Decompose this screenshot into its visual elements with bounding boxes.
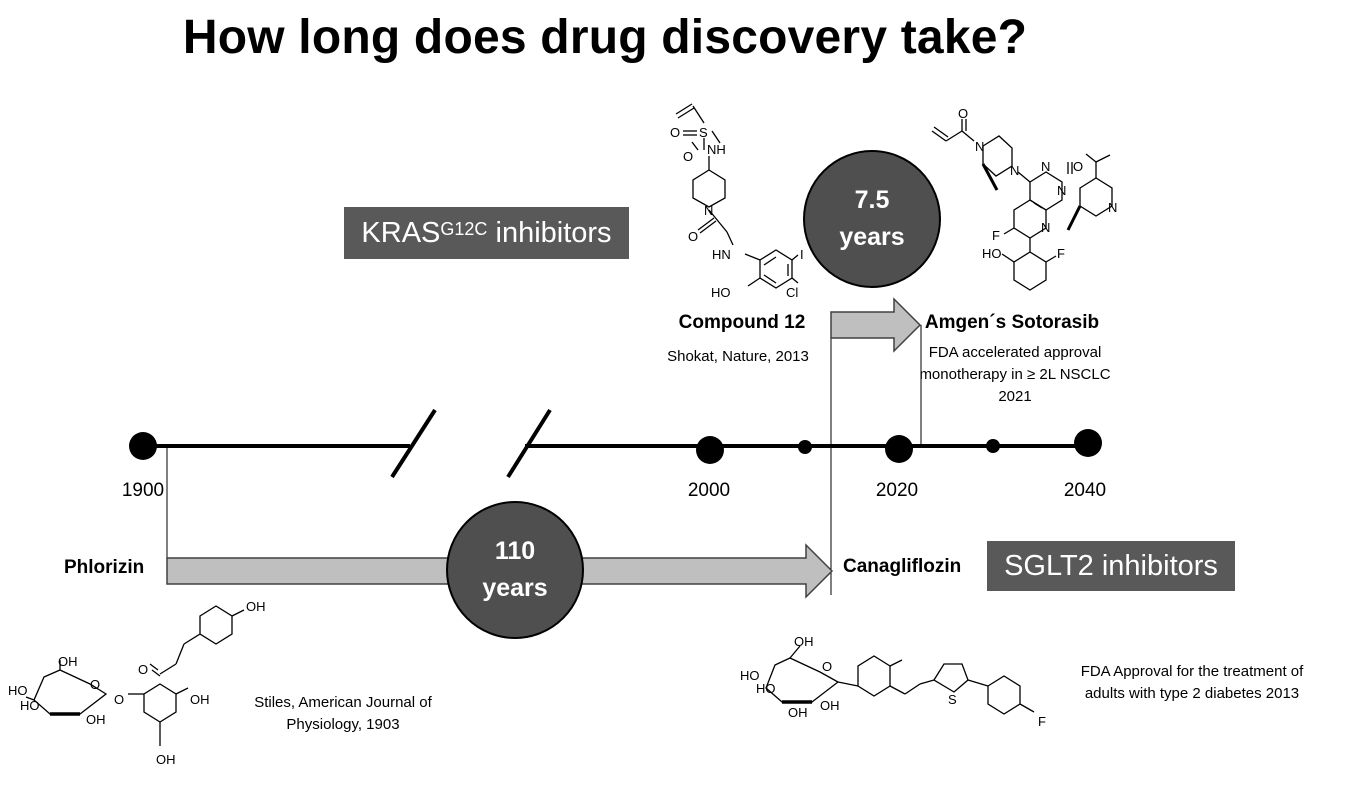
phlorizin-atom-oh3: OH [86,712,106,727]
sotorasib-atom-n5: N [1108,200,1117,215]
timeline-dot-2000 [696,436,724,464]
sotorasib-atom-n4: N [1057,183,1066,198]
sotorasib-approval-line-3: 2021 [998,388,1032,405]
sotorasib-atom-n6: N [1041,220,1050,235]
kras-duration-unit: years [839,223,905,251]
canagliflozin-atom-s: S [948,692,957,707]
canagliflozin-atom-ho1: HO [740,668,760,683]
timeline-dot-2010 [798,440,812,454]
canagliflozin-atom-o1: O [822,659,832,674]
year-label-1900: 1900 [121,480,165,501]
sotorasib-atom-n3: N [1041,159,1050,174]
sglt2-duration-label: 110 years [447,533,583,607]
sotorasib-atom-ho: HO [982,246,1002,261]
compound12-atom-s: S [699,125,708,140]
sotorasib-atom-n1: N [975,139,984,154]
canagliflozin-approval-line-2: adults with type 2 diabetes 2013 [1084,685,1300,702]
sotorasib-atom-f1: F [992,228,1000,243]
sotorasib-atom-f2: F [1057,246,1065,261]
kras-label-superscript: G12C [440,218,488,239]
timeline-dot-2030 [986,439,1000,453]
compound12-atom-o1: O [670,125,680,140]
sglt2-duration-number: 110 [494,537,536,565]
canagliflozin-approval: FDA Approval for the treatment of adults… [1052,661,1332,705]
timeline-break-mark-right [506,408,552,479]
phlorizin-atom-o1: O [138,662,148,677]
sotorasib-name: Amgen´s Sotorasib [924,312,1100,333]
phlorizin-atom-oh2: OH [58,654,78,669]
compound12-name: Compound 12 [678,312,806,333]
compound12-atom-hn: HN [712,247,731,262]
phlorizin-atom-ho2: HO [20,698,40,713]
timeline-dot-1900 [129,432,157,460]
compound12-reference: Shokat, Nature, 2013 [667,348,809,365]
sotorasib-atom-o2: O [1073,159,1083,174]
sglt2-duration-circle [446,501,584,639]
phlorizin-atom-o2: O [90,677,100,692]
kras-duration-number: 7.5 [854,186,890,214]
kras-duration-circle [803,150,941,288]
canagliflozin-atom-oh2: OH [788,705,808,720]
phlorizin-atom-oh5: OH [156,752,176,767]
canagliflozin-name: Canagliflozin [843,556,962,577]
phlorizin-atom-oh1: OH [246,599,266,614]
timeline-dot-2020 [885,435,913,463]
sglt2-category-box: SGLT2 inhibitors [987,541,1235,591]
sglt2-duration-unit: years [482,574,548,602]
compound12-atom-nh: NH [707,142,726,157]
kras-label-main: KRAS [361,216,441,249]
phlorizin-atom-o3: O [114,692,124,707]
timeline-break-mark-left [390,408,437,479]
sotorasib-approval-line-2: monotherapy in ≥ 2L NSCLC [919,366,1111,383]
canagliflozin-atom-oh1: OH [794,634,814,649]
canagliflozin-atom-oh3: OH [820,698,840,713]
phlorizin-name: Phlorizin [64,557,145,578]
kras-arrow [830,297,922,353]
compound12-atom-o3: O [688,229,698,244]
phlorizin-reference: Stiles, American Journal of Physiology, … [228,692,458,736]
compound12-atom-ho: HO [711,285,731,300]
phlorizin-reference-line-1: Stiles, American Journal of [254,694,432,711]
compound12-atom-n: N [704,203,713,218]
kras-label-rest: inhibitors [487,216,612,249]
phlorizin-reference-line-2: Physiology, 1903 [286,716,400,733]
compound12-atom-cl: Cl [786,285,798,300]
sotorasib-atom-o1: O [958,106,968,121]
phlorizin-atom-oh4: OH [190,692,210,707]
compound12-atom-i: I [800,247,804,262]
canagliflozin-approval-line-1: FDA Approval for the treatment of [1080,663,1304,680]
timeline-dot-2040 [1074,429,1102,457]
year-label-2000: 2000 [687,480,731,501]
page-title: How long does drug discovery take? [182,11,1028,64]
kras-duration-label: 7.5 years [804,182,940,256]
sotorasib-approval: FDA accelerated approval monotherapy in … [905,342,1125,408]
compound12-atom-o2: O [683,149,693,164]
canagliflozin-atom-ho2: HO [756,681,776,696]
phlorizin-atom-ho1: HO [8,683,28,698]
sotorasib-atom-n2: N [1010,163,1019,178]
sotorasib-approval-line-1: FDA accelerated approval [928,344,1102,361]
year-label-2040: 2040 [1063,480,1107,501]
year-label-2020: 2020 [875,480,919,501]
canagliflozin-atom-f: F [1038,714,1046,729]
